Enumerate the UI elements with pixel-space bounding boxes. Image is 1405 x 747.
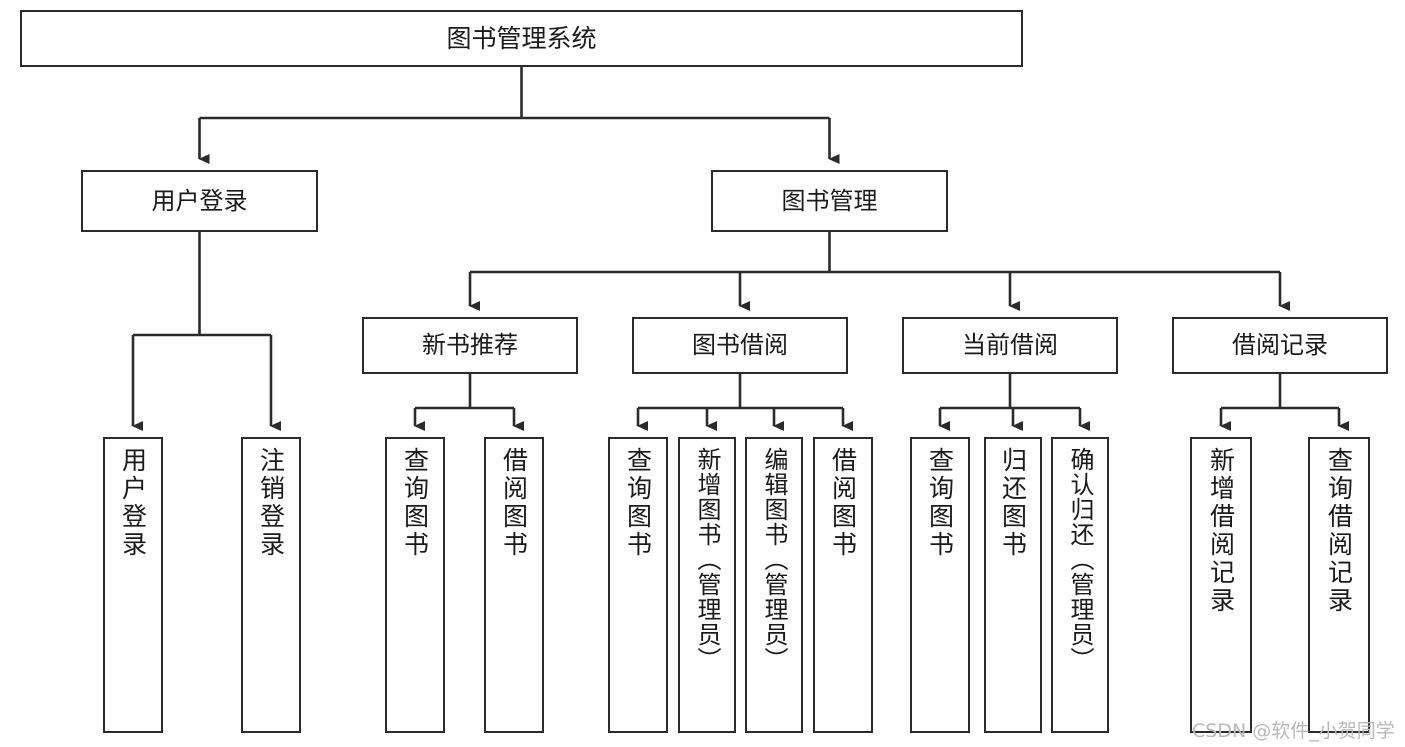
node-label: 图书借阅 (692, 331, 788, 360)
leaf-leaf-edit-book[interactable]: 编辑图书（管理员） (745, 437, 803, 733)
leaf-leaf-return-book[interactable]: 归还图书 (984, 437, 1042, 733)
node-label: 新书推荐 (422, 331, 518, 360)
node-book-borrow[interactable]: 图书借阅 (632, 317, 848, 374)
node-label: 查询图书 (623, 447, 653, 559)
node-label: 用户登录 (118, 447, 148, 559)
node-book-management[interactable]: 图书管理 (711, 170, 948, 232)
node-user-login[interactable]: 用户登录 (81, 170, 318, 232)
node-label: 借阅图书 (828, 447, 858, 559)
node-label: 查询借阅记录 (1324, 447, 1354, 615)
leaf-leaf-add-borrow-record[interactable]: 新增借阅记录 (1190, 437, 1252, 733)
leaf-leaf-query-book-current[interactable]: 查询图书 (910, 437, 970, 733)
node-label: 借阅记录 (1232, 331, 1328, 360)
leaf-leaf-borrow-book[interactable]: 借阅图书 (813, 437, 873, 733)
node-label: 查询图书 (400, 447, 430, 559)
leaf-leaf-confirm-return[interactable]: 确认归还（管理员） (1051, 437, 1109, 733)
node-label: 新增借阅记录 (1206, 447, 1236, 615)
leaf-leaf-query-book-borrow[interactable]: 查询图书 (608, 437, 668, 733)
leaf-leaf-user-login[interactable]: 用户登录 (103, 437, 163, 733)
node-label: 注销登录 (256, 447, 286, 559)
node-new-book-recommend[interactable]: 新书推荐 (362, 317, 578, 374)
node-label: 确认归还（管理员） (1066, 447, 1094, 672)
node-label: 图书管理 (781, 186, 878, 215)
node-borrow-record[interactable]: 借阅记录 (1172, 317, 1388, 374)
node-label: 归还图书 (998, 447, 1028, 559)
leaf-leaf-logout[interactable]: 注销登录 (241, 437, 301, 733)
node-current-borrow[interactable]: 当前借阅 (902, 317, 1118, 374)
node-label: 新增图书（管理员） (693, 447, 721, 672)
node-label: 用户登录 (151, 186, 248, 215)
leaf-leaf-borrow-book-recommend[interactable]: 借阅图书 (484, 437, 544, 733)
leaf-leaf-query-borrow-record[interactable]: 查询借阅记录 (1308, 437, 1370, 733)
node-label: 查询图书 (925, 447, 955, 559)
leaf-leaf-add-book[interactable]: 新增图书（管理员） (678, 437, 736, 733)
node-label: 编辑图书（管理员） (760, 447, 788, 672)
node-root[interactable]: 图书管理系统 (20, 10, 1023, 67)
node-label: 图书管理系统 (446, 23, 597, 53)
node-label: 当前借阅 (962, 331, 1058, 360)
node-label: 借阅图书 (499, 447, 529, 559)
leaf-leaf-query-book-recommend[interactable]: 查询图书 (385, 437, 445, 733)
